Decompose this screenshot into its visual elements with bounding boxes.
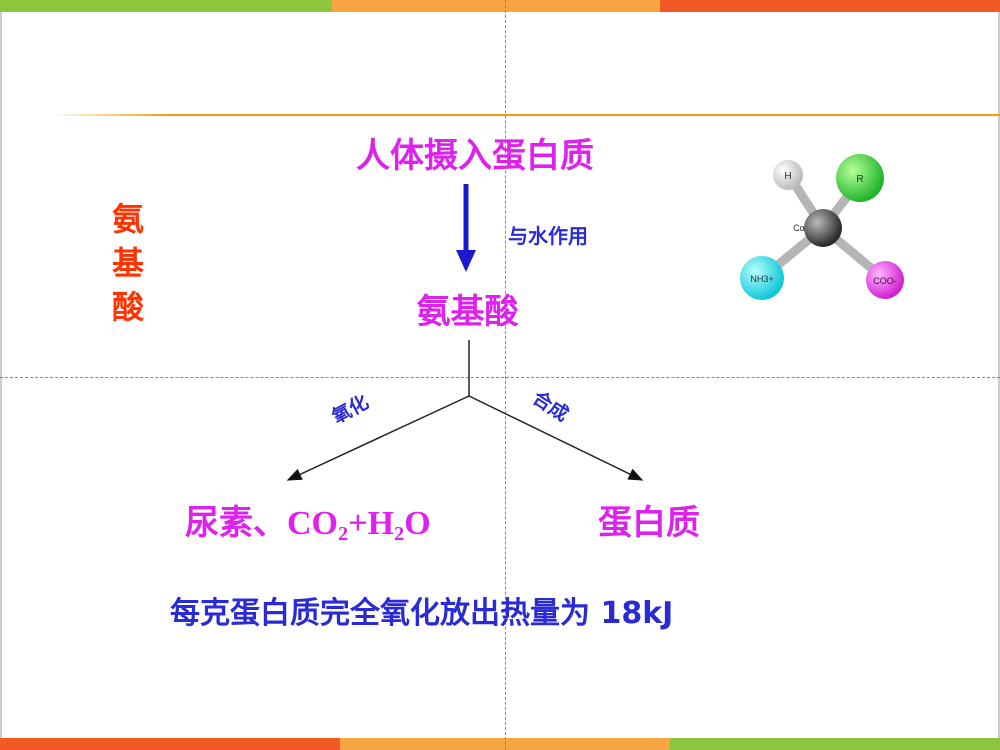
formula-h-subscript: 2 <box>394 523 405 546</box>
amino-acid-molecule-image: R H Cα NH3+ COO- <box>740 154 904 300</box>
atom-c-alpha: Cα <box>793 209 842 247</box>
formula-o: O <box>404 505 431 542</box>
side-title-char-1: 氨 <box>111 200 144 238</box>
left-product: 尿素、CO2+H2O <box>185 500 431 557</box>
left-border <box>0 12 2 738</box>
down-arrow <box>456 184 476 272</box>
atom-c-label: Cα <box>793 223 805 233</box>
middle-node-text: 氨基酸 <box>416 292 519 332</box>
header-divider <box>55 114 1000 116</box>
formula-plus-h: +H <box>348 505 395 542</box>
bottom-bar-red <box>0 738 340 750</box>
side-title: 氨 基 酸 <box>108 197 148 329</box>
right-border <box>998 12 1000 738</box>
horizontal-guide-line <box>0 377 1000 378</box>
arrow-label: 与水作用 <box>508 224 588 248</box>
top-bar-orange <box>332 0 660 12</box>
atom-coo-label: COO- <box>873 276 897 286</box>
footer-text: 每克蛋白质完全氧化放出热量为 18kJ <box>170 596 674 631</box>
side-title-char-2: 基 <box>111 244 144 282</box>
atom-h: H <box>773 160 803 190</box>
bottom-bar-green <box>670 738 1000 750</box>
right-product: 蛋白质 <box>598 503 700 543</box>
formula-co: CO <box>287 505 338 542</box>
atom-h-label: H <box>784 171 791 182</box>
top-bar-green <box>0 0 332 12</box>
left-branch-line <box>286 395 470 481</box>
left-product-prefix: 尿素、 <box>185 503 287 543</box>
right-branch-line <box>468 395 644 481</box>
atom-nh3-label: NH3+ <box>750 274 773 284</box>
formula-co-subscript: 2 <box>338 523 349 546</box>
atom-coo: COO- <box>866 261 904 299</box>
vertical-guide-line <box>505 0 506 750</box>
top-node-text: 人体摄入蛋白质 <box>356 136 594 176</box>
atom-r-label: R <box>856 174 863 185</box>
side-title-char-3: 酸 <box>111 288 144 326</box>
atom-nh3: NH3+ <box>740 256 784 300</box>
top-bar-red <box>660 0 1000 12</box>
atom-r: R <box>836 154 884 202</box>
